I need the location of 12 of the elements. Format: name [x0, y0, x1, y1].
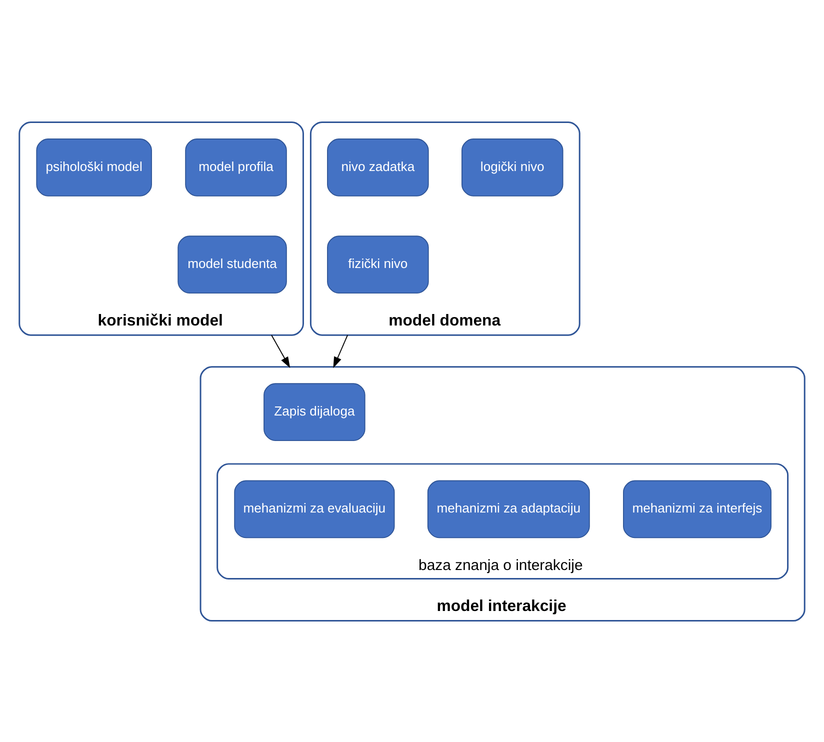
node-box: mehanizmi za adaptaciju	[427, 480, 590, 538]
node-box: model profila	[185, 138, 287, 196]
node-box: nivo zadatka	[327, 138, 429, 196]
node-box: model studenta	[178, 235, 287, 294]
node-box: psihološki model	[36, 138, 152, 196]
arrow	[333, 334, 348, 368]
node-box: Zapis dijaloga	[264, 382, 366, 441]
node-box: mehanizmi za evaluaciju	[234, 480, 395, 538]
node-box: logički nivo	[461, 138, 564, 196]
node-box: mehanizmi za interfejs	[623, 480, 772, 538]
node-box: fizički nivo	[327, 235, 429, 294]
arrow	[271, 334, 290, 368]
